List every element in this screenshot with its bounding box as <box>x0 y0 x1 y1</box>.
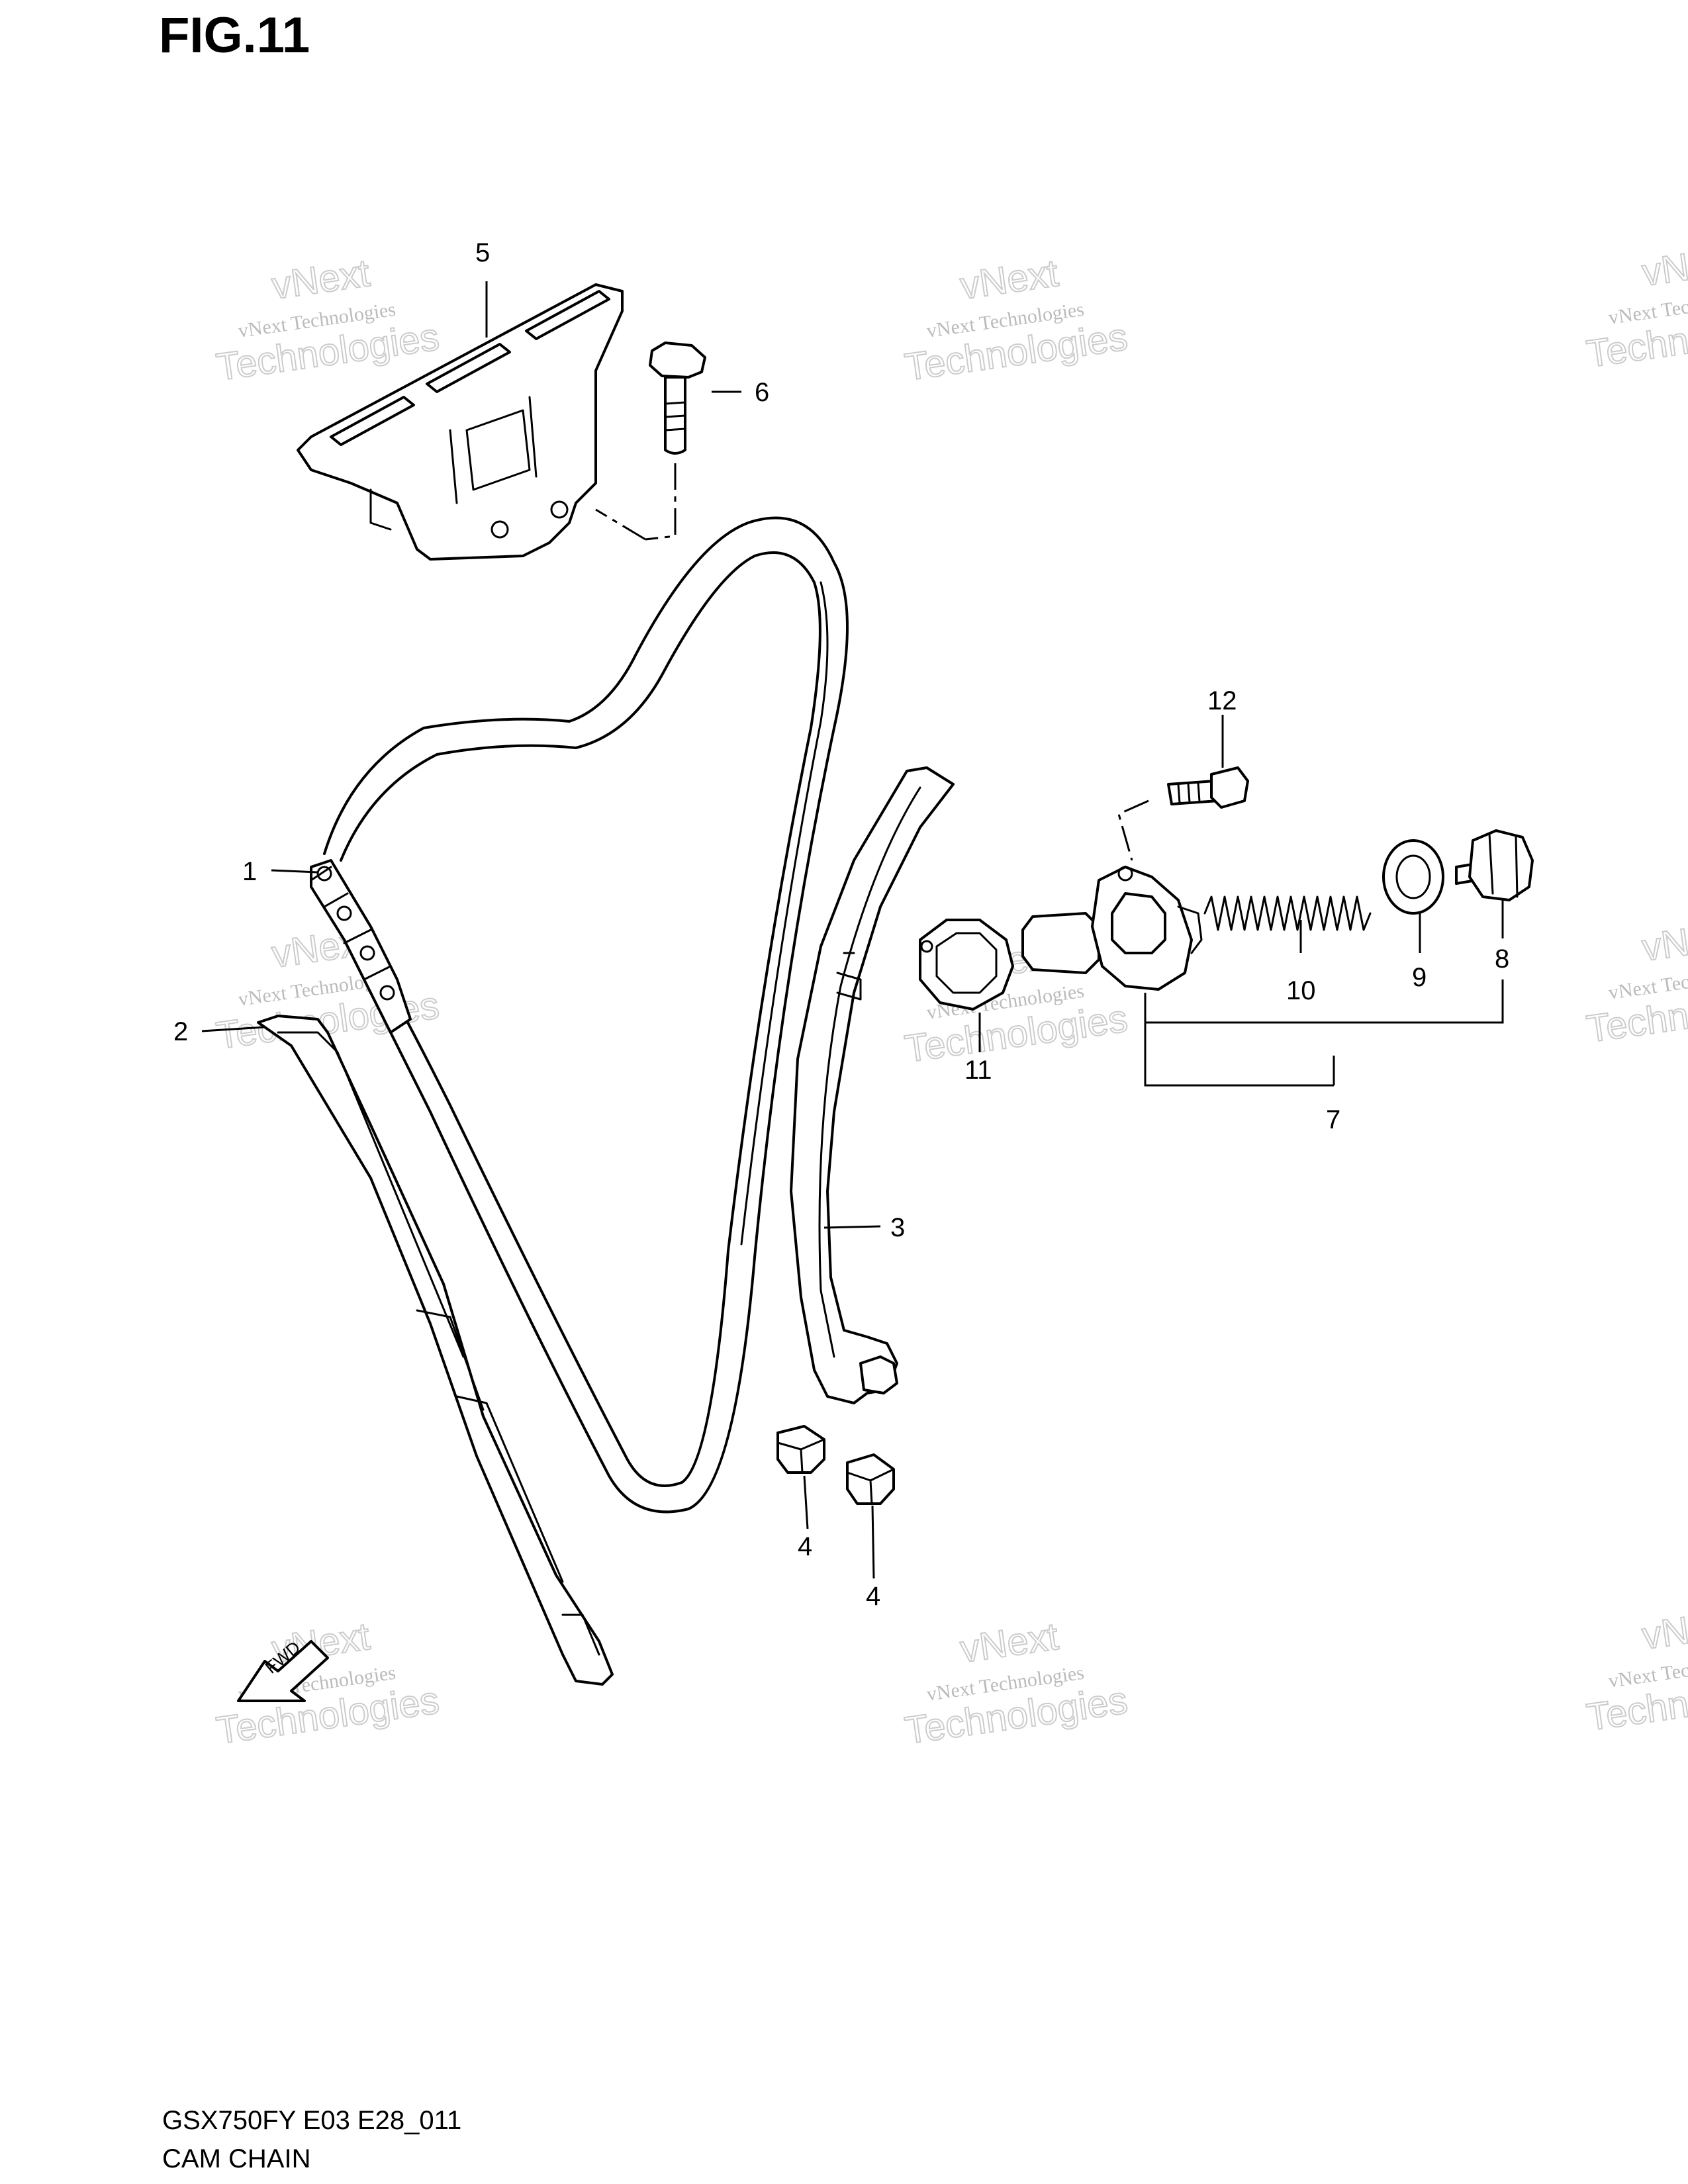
part-2-rear-chain-guide <box>257 1015 614 1686</box>
svg-text:vNext: vNext <box>1640 1602 1688 1658</box>
part-3-front-chain-guide <box>790 766 955 1404</box>
callout-7: 7 <box>1326 1105 1340 1134</box>
watermark-top-center: vNext vNext Technologies Technologies <box>902 251 1131 390</box>
callout-4-left: 4 <box>798 1532 812 1561</box>
svg-text:vNext: vNext <box>958 1615 1061 1671</box>
callouts: 5 6 1 2 3 4 4 12 10 9 8 11 7 <box>173 238 1509 1611</box>
part-4-damper-right <box>846 1453 895 1505</box>
callout-6: 6 <box>755 378 769 407</box>
part-1-cam-chain <box>310 516 849 1514</box>
callout-8: 8 <box>1495 944 1509 974</box>
figure-title: FIG.11 <box>159 7 310 64</box>
part-8-cap-bolt <box>1455 829 1534 901</box>
part-9-washer <box>1382 839 1444 915</box>
svg-text:vNext: vNext <box>1640 238 1688 295</box>
svg-text:vNext: vNext <box>958 251 1061 308</box>
figure-name: CAM CHAIN <box>162 2144 311 2173</box>
watermark-top-left: vNext vNext Technologies Technologies <box>213 251 442 390</box>
watermark-mid-right: vNext vNext Technologies Technologies <box>1583 913 1688 1052</box>
part-10-spring <box>1203 895 1372 931</box>
part-12-bolt <box>1117 766 1249 861</box>
part-6-bolt <box>595 341 706 541</box>
callout-12: 12 <box>1207 686 1237 715</box>
part-7-tensioner-body <box>1021 866 1203 991</box>
watermark-top-right: vNext vNext Technologies Technologies <box>1583 238 1688 377</box>
leader-lines <box>201 281 1504 1579</box>
part-5-upper-chain-guide <box>297 283 624 561</box>
watermark-bottom-left: vNext vNext Technologies Technologies <box>213 1614 442 1753</box>
part-11-gasket <box>919 919 1014 1011</box>
callout-2: 2 <box>173 1017 188 1046</box>
callout-10: 10 <box>1286 976 1316 1005</box>
watermark-bottom-right: vNext vNext Technologies Technologies <box>1583 1601 1688 1740</box>
figure-code: GSX750FY E03 E28_011 <box>162 2106 462 2135</box>
callout-5: 5 <box>475 238 490 267</box>
watermark-bottom-center: vNext vNext Technologies Technologies <box>902 1614 1131 1753</box>
callout-1: 1 <box>242 857 257 886</box>
part-4-damper-left <box>776 1425 825 1474</box>
callout-11: 11 <box>964 1056 992 1085</box>
callout-9: 9 <box>1412 963 1427 992</box>
svg-text:vNext: vNext <box>1640 913 1688 970</box>
callout-3: 3 <box>890 1213 905 1242</box>
callout-4-right: 4 <box>866 1582 880 1611</box>
svg-text:vNext: vNext <box>269 251 373 308</box>
